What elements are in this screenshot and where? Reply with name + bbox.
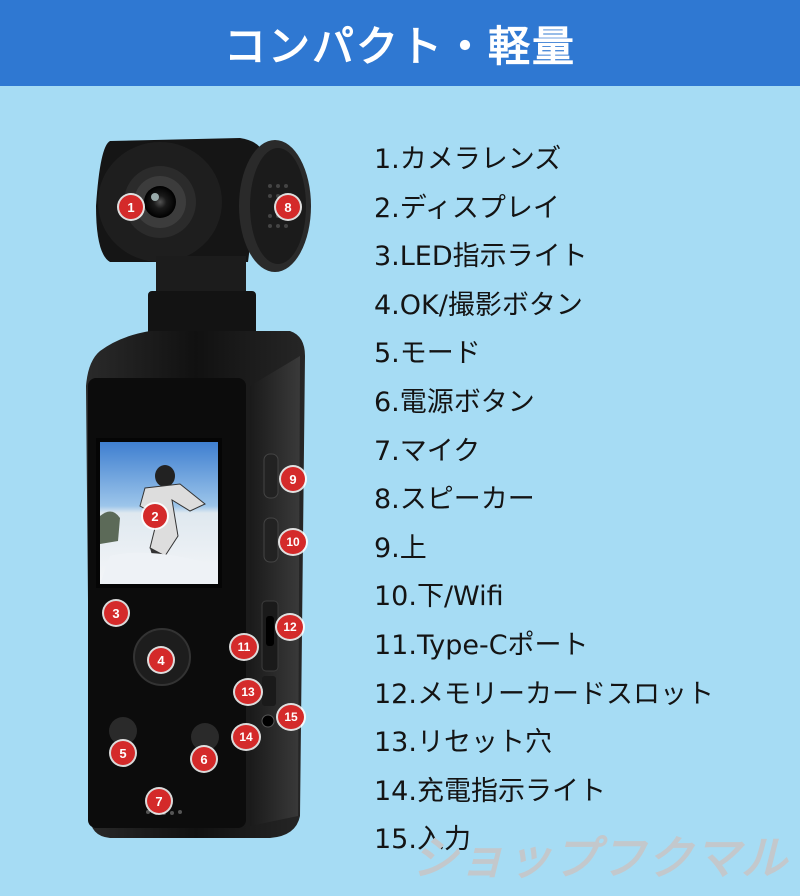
feature-item-up: 9.上	[374, 532, 427, 564]
marker-8: 8	[276, 195, 300, 219]
marker-4: 4	[149, 648, 173, 672]
marker-11: 11	[231, 635, 257, 659]
feature-item-speaker: 8.スピーカー	[374, 484, 535, 516]
marker-2: 2	[143, 504, 167, 528]
marker-15: 15	[278, 705, 304, 729]
marker-6: 6	[192, 747, 216, 771]
feature-item-typec: 11.Type-Cポート	[374, 629, 589, 661]
marker-9: 9	[281, 467, 305, 491]
feature-item-ok-button: 4.OK/撮影ボタン	[374, 289, 583, 321]
feature-item-lens: 1.カメラレンズ	[374, 144, 562, 175]
marker-7: 7	[147, 789, 171, 813]
marker-5: 5	[111, 741, 135, 765]
feature-item-power: 6.電源ボタン	[374, 386, 535, 418]
marker-13: 13	[235, 680, 261, 704]
feature-item-display: 2.ディスプレイ	[374, 192, 560, 224]
marker-14: 14	[233, 725, 259, 749]
marker-3: 3	[104, 601, 128, 625]
feature-list: 1.カメラレンズ 2.ディスプレイ 3.LED指示ライト 4.OK/撮影ボタン …	[374, 136, 714, 865]
feature-item-card-slot: 12.メモリーカードスロット	[374, 678, 714, 710]
marker-1: 1	[119, 195, 143, 219]
marker-10: 10	[280, 530, 306, 554]
marker-12: 12	[277, 615, 303, 639]
shop-watermark: ショップフクマル	[412, 831, 788, 885]
product-image: 1 2 3 4 5 6 7 8 9 10 11 12 13 14 15	[0, 86, 360, 896]
header-banner: コンパクト・軽量	[0, 0, 800, 86]
feature-item-mode: 5.モード	[374, 338, 481, 370]
feature-item-mic: 7.マイク	[374, 435, 481, 467]
action-camera-icon	[86, 138, 311, 838]
feature-item-down-wifi: 10.下/Wifi	[374, 581, 504, 613]
page-title: コンパクト・軽量	[223, 21, 576, 71]
feature-item-led: 3.LED指示ライト	[374, 241, 588, 273]
feature-item-charge-led: 14.充電指示ライト	[374, 775, 606, 807]
feature-item-reset: 13.リセット穴	[374, 727, 552, 759]
feature-item-input: 15.入力	[374, 824, 471, 856]
